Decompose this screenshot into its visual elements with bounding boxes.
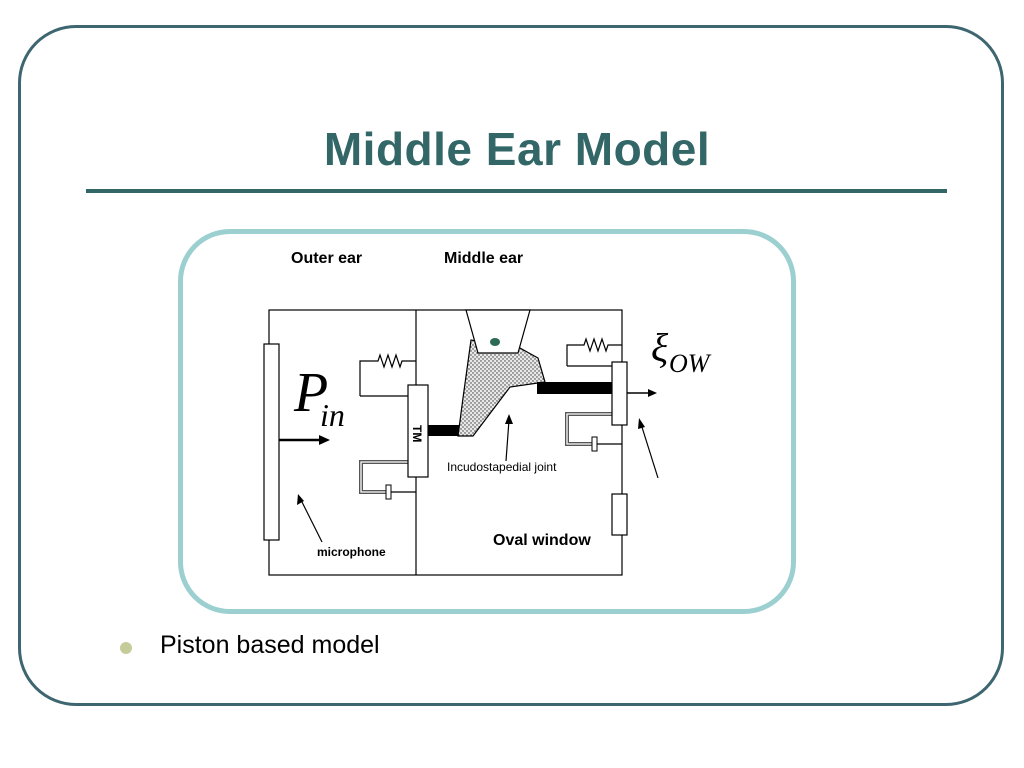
xi-subscript: OW: [669, 349, 712, 378]
diagram-frame: [178, 229, 796, 614]
oval-window-pointer-arrowhead: [638, 418, 645, 429]
ow-damper-housing-inner: [566, 413, 612, 445]
bullet-marker: [120, 642, 132, 654]
joint-pointer-line: [505, 419, 510, 462]
joint-pointer-arrowhead: [505, 414, 513, 424]
tm-damper-housing: [359, 460, 408, 494]
tm-label: TM: [410, 425, 424, 442]
p-in-symbol: P: [293, 362, 328, 424]
ow-damper-housing: [565, 412, 612, 446]
incudostapedial-joint-label: Incudostapedial joint: [447, 460, 557, 474]
xi-symbol: ξ: [651, 325, 669, 370]
round-window-element: [611, 493, 628, 536]
tm-ossicle-link: [428, 425, 462, 436]
input-arrowhead: [319, 435, 330, 445]
pivot-point: [490, 338, 500, 346]
slide-title: Middle Ear Model: [323, 123, 711, 175]
middle-ear-label: Middle ear: [444, 250, 523, 267]
tm-spring: [359, 353, 416, 396]
microphone-label: microphone: [317, 545, 386, 559]
ow-damper-piston: [591, 436, 598, 452]
outer-ear-label: Outer ear: [291, 250, 362, 267]
oval-window-pointer-line: [640, 423, 659, 479]
tm-damper-housing-inner: [360, 461, 408, 493]
slide-frame: [18, 25, 1004, 706]
ossicle-pivot-block: [465, 309, 531, 354]
oval-window-spring: [566, 337, 622, 366]
stapes-link: [537, 382, 612, 394]
bullet-text: Piston based model: [160, 631, 380, 659]
microphone-pointer-arrowhead: [297, 494, 304, 505]
microphone-pointer-line: [299, 497, 323, 543]
tm-damper-piston: [385, 484, 392, 500]
ossicle-chain: [457, 339, 546, 437]
title-divider: [86, 189, 947, 193]
oval-window-piston: [611, 361, 628, 426]
oval-window-label: Oval window: [493, 532, 591, 549]
output-arrowhead: [648, 389, 657, 397]
microphone-piston: [263, 343, 280, 541]
p-in-subscript: in: [320, 397, 345, 433]
